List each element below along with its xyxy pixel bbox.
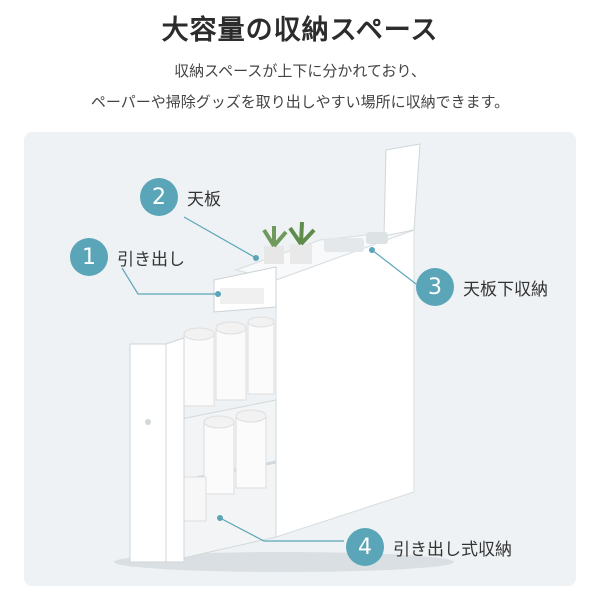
subtitle-line-2: ペーパーや掃除グッズを取り出しやすい場所に収納できます。 xyxy=(90,93,510,111)
callout-number: 1 xyxy=(70,238,108,276)
callout-number: 2 xyxy=(140,178,178,216)
paper-rolls-lower xyxy=(171,409,267,522)
callout-label: 天板 xyxy=(187,189,221,210)
drawer-item xyxy=(220,288,264,304)
callout-drawer: 1 引き出し xyxy=(70,238,185,276)
plant-pot xyxy=(264,246,284,264)
leader-dots xyxy=(215,247,375,521)
callout-number: 4 xyxy=(346,528,384,566)
plant xyxy=(262,226,288,248)
plant xyxy=(288,221,316,246)
cabinet-lid xyxy=(383,143,421,237)
pullout-front xyxy=(129,343,167,563)
callout-pullout-storage: 4 引き出し式収納 xyxy=(346,528,512,566)
stored-item xyxy=(366,232,388,244)
callout-label: 引き出し式収納 xyxy=(393,539,512,560)
callout-number: 3 xyxy=(416,268,454,306)
paper-rolls-upper xyxy=(183,316,275,407)
callout-under-top-storage: 3 天板下収納 xyxy=(416,268,548,306)
callout-label: 引き出し xyxy=(117,249,185,270)
product-panel: 1 引き出し 2 天板 3 天板下収納 4 引き出し式収納 xyxy=(24,132,576,586)
cabinet-side-panel xyxy=(275,229,415,538)
callout-label: 天板下収納 xyxy=(463,279,548,300)
leader-lines xyxy=(121,216,417,542)
pullout-rail xyxy=(165,337,185,563)
pullout-knob xyxy=(145,419,151,425)
callout-top-board: 2 天板 xyxy=(140,178,221,216)
stored-item xyxy=(324,238,364,252)
cabinet-illustration xyxy=(114,143,454,572)
page-title: 大容量の収納スペース xyxy=(161,15,439,46)
subtitle-line-1: 収納スペースが上下に分かれており、 xyxy=(174,62,426,80)
plant-pot xyxy=(290,244,312,264)
